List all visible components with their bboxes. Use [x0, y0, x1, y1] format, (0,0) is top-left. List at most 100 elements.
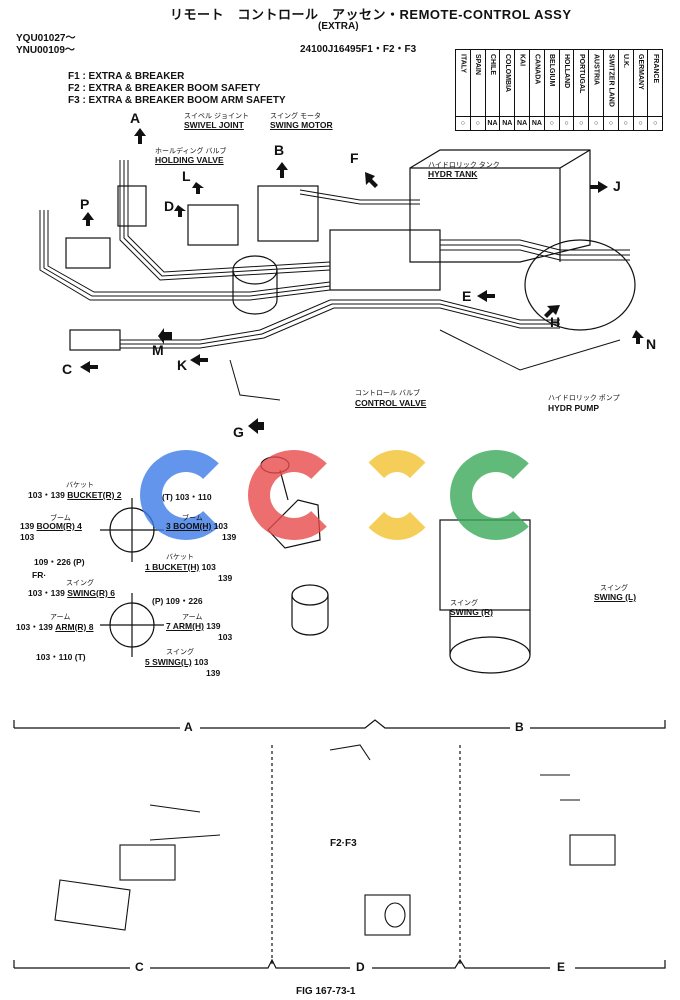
arm-r-text: ARM(R) 8: [55, 622, 94, 632]
solenoid-coil: [384, 902, 406, 928]
country-label: SPAIN: [474, 54, 482, 75]
swing-motor-label: SWING MOTOR: [270, 120, 333, 130]
swivel-joint-body: [232, 270, 278, 315]
hose-7: [120, 299, 560, 341]
swivel-swing-l-jp: スイング: [600, 585, 628, 592]
title-en: ・REMOTE-CONTROL ASSY: [386, 7, 572, 22]
bucket-h-text: 1 BUCKET(H): [145, 562, 200, 572]
hydr-tank-jp: ハイドロリック タンク: [428, 162, 500, 169]
country-label: COLOMBIA: [503, 54, 511, 93]
callout-f: F: [350, 150, 359, 166]
arrow-m: [158, 328, 172, 344]
country-label: HOLLAND: [562, 54, 570, 89]
hydr-pump-shape: [524, 239, 636, 331]
swivel-swing-r-label: SWING (R): [450, 607, 493, 617]
t-port-label-2: 103・110 (T): [36, 652, 86, 662]
page-subtitle: (EXTRA): [318, 21, 359, 32]
hose-16: [299, 193, 420, 205]
boom-r-num: 103: [20, 532, 35, 542]
country-label: ITALY: [459, 54, 467, 74]
control-valve-label: CONTROL VALVE: [355, 398, 427, 408]
country-mark-row: ○ ○ NA NA NA NA ○ ○ ○ ○ ○ ○ ○ ○: [455, 116, 664, 131]
hose-bundle: [39, 160, 630, 401]
main-assembly-lines: [65, 149, 636, 351]
valve-body: [291, 595, 329, 636]
callout-b: B: [274, 142, 285, 158]
pilot-valve-p: [65, 237, 111, 269]
figure-reference: FIG 167-73-1: [296, 986, 356, 997]
arm-r-jp: アーム: [50, 614, 71, 621]
arrow-l: [192, 182, 204, 194]
mark-cell: ○: [602, 116, 619, 131]
arrow-k: [190, 354, 208, 366]
p-port-label-2: (P) 109・226: [152, 596, 203, 606]
boom-r-text: BOOM(R) 4: [36, 521, 82, 531]
hydr-pump-label: HYDR PUMP: [548, 403, 600, 413]
bucket-h-num: 139: [218, 573, 233, 583]
page-title: リモート コントロール アッセン・REMOTE-CONTROL ASSY: [170, 4, 572, 23]
fitting-lines-c: [149, 804, 221, 841]
t-port-label: (T) 103・110: [162, 492, 212, 502]
divider-a-b: [13, 719, 666, 729]
holding-valve-jp: ホールディング バルブ: [155, 148, 227, 155]
swing-l-jp: スイング: [166, 649, 194, 656]
swivel-swing-r-jp: スイング: [450, 600, 478, 607]
section-label-b: B: [515, 720, 524, 734]
arrow-j: [590, 181, 608, 193]
hydr-tank-shape: [409, 149, 591, 263]
country-label: U.K.: [622, 54, 630, 68]
callout-h: H: [550, 314, 561, 330]
part-code: 24100J16495F1・F2・F3: [300, 44, 417, 55]
hose-2: [43, 210, 331, 297]
hose-11: [440, 239, 630, 251]
fitting-lines-e: [540, 774, 580, 801]
country-label: PORTUGAL: [577, 54, 585, 94]
callout-j: J: [613, 178, 621, 194]
section-e-parts: [540, 774, 616, 866]
callout-k: K: [177, 357, 188, 373]
callout-c: C: [62, 361, 73, 377]
port-plate-upper-cross: [100, 498, 164, 562]
arm-h-text: 7 ARM(H): [166, 621, 204, 631]
section-label-a: A: [184, 720, 193, 734]
hose-1: [39, 210, 331, 301]
arrow-d: [174, 205, 186, 217]
country-label: FRANCE: [651, 54, 659, 84]
callout-l: L: [182, 168, 191, 184]
holding-valve-label: HOLDING VALVE: [155, 155, 224, 165]
swing-l-num: 139: [206, 668, 221, 678]
arrow-h: [544, 305, 560, 318]
feature-f3: F3 : EXTRA & BREAKER BOOM ARM SAFETY: [68, 95, 286, 106]
holding-valve-shape: [187, 204, 239, 246]
bucket-r-jp: バケット: [66, 482, 94, 489]
swivel-joint-label: SWIVEL JOINT: [184, 120, 244, 130]
arrow-g: [248, 418, 264, 434]
callout-n: N: [646, 336, 657, 352]
arm-r-label: 103・139 ARM(R) 8: [16, 622, 94, 632]
hose-8: [120, 303, 560, 345]
swivel-swing-l-label: SWING (L): [594, 592, 637, 602]
mark-cell: ○: [647, 116, 664, 131]
port-plates: [100, 498, 164, 657]
section-c-parts: [54, 804, 221, 931]
boom-h-text: 3 BOOM(H): [166, 521, 212, 531]
country-label: GERMANY: [636, 54, 644, 90]
feature-f1: F1 : EXTRA & BREAKER: [68, 71, 185, 82]
country-label: SWITZER LAND: [607, 54, 615, 107]
hydr-tank-label: HYDR TANK: [428, 169, 478, 179]
valve-body-top: [291, 584, 329, 606]
arrow-b: [276, 162, 288, 178]
callout-e: E: [462, 288, 472, 304]
boom-h-jp: ブーム: [182, 515, 203, 522]
arm-h-num: 103: [218, 632, 233, 642]
section-label-c: C: [135, 960, 144, 974]
hose-5: [123, 160, 331, 277]
plate-100: [54, 879, 131, 931]
fr-label: FR·: [32, 570, 47, 580]
hose-9: [120, 307, 560, 349]
feature-f2: F2 : EXTRA & BREAKER BOOM SAFETY: [68, 83, 261, 94]
arrow-e: [477, 290, 495, 302]
hose-15: [299, 189, 420, 201]
hose-14: [439, 329, 621, 371]
divider-c-d-e: [13, 958, 666, 969]
